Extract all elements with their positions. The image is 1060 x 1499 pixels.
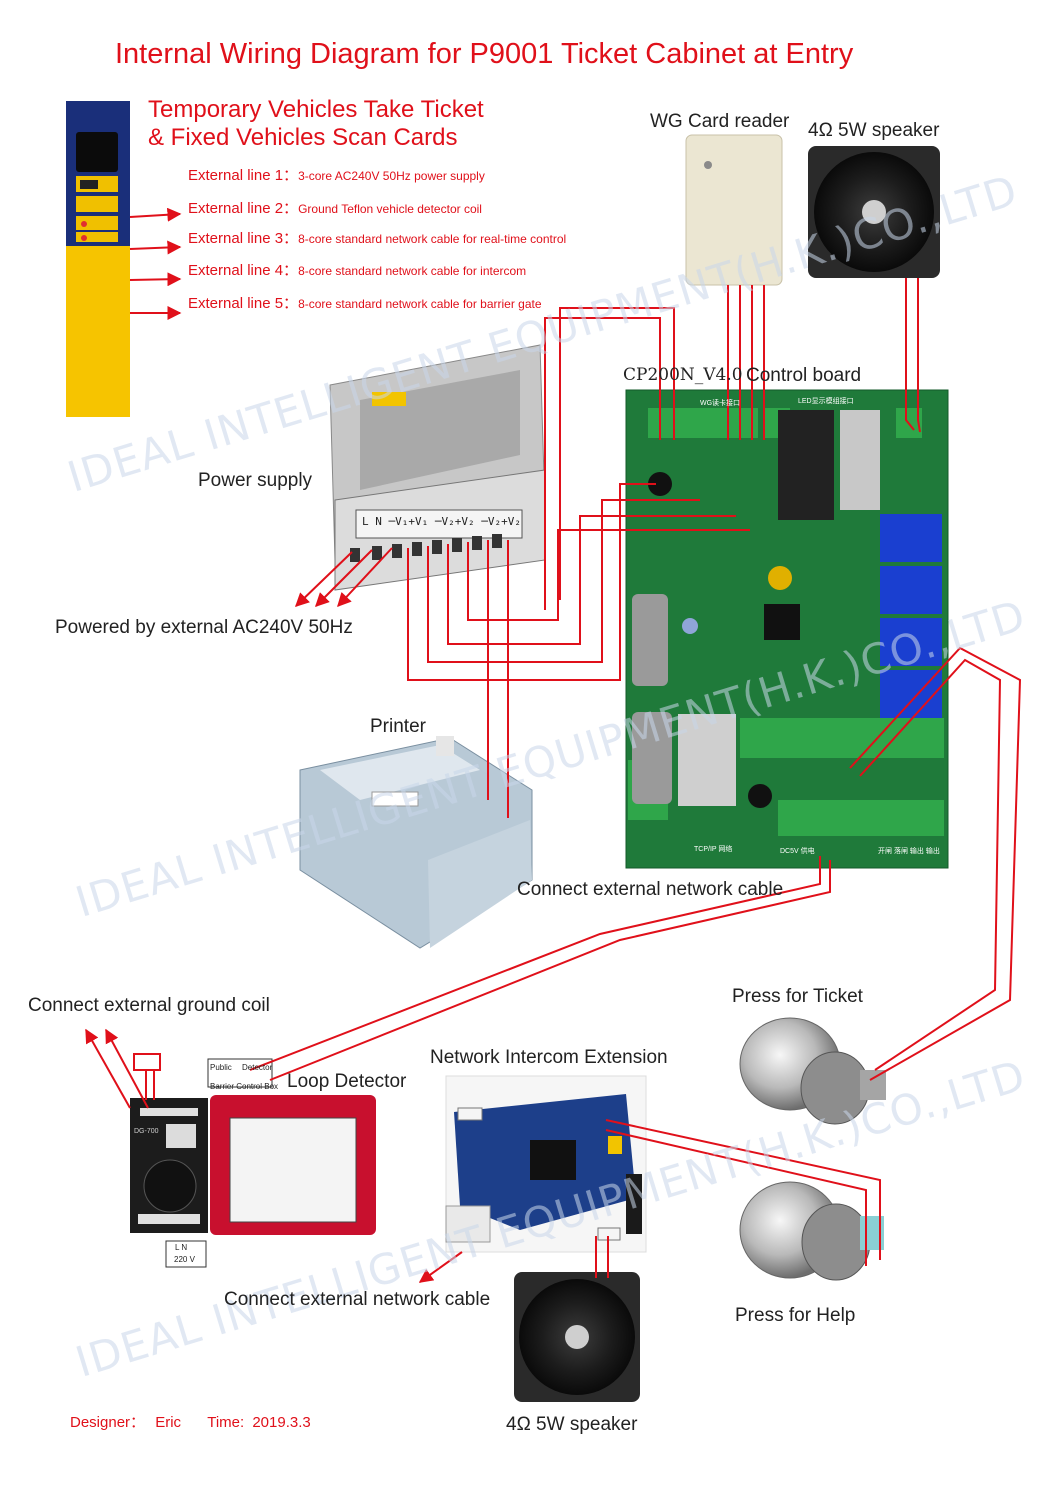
press-ticket-label: Press for Ticket: [732, 986, 863, 1007]
intercom-network-cable-label: Connect external network cable: [224, 1289, 491, 1310]
intercom-board: [445, 1075, 647, 1253]
control-board: [625, 389, 949, 869]
board-network-cable-label: Connect external network cable: [517, 879, 784, 900]
external-line-desc: 8-core standard network cable for real-t…: [298, 232, 567, 246]
loop-voltage-label: 220 V: [174, 1255, 195, 1264]
power-supply-unit: [329, 344, 546, 591]
footer: Designer： Eric Time: 2019.3.3: [70, 1415, 311, 1430]
printer-unit: [299, 736, 533, 949]
printer-label: Printer: [370, 716, 426, 737]
external-line-5: External line 5：8-core standard network …: [188, 296, 542, 312]
loop-barrier-label: Barrier Control Box: [210, 1082, 279, 1091]
external-line-label: External line 2：: [188, 200, 299, 217]
top-speaker: [808, 146, 940, 278]
power-terminal-labels: L N ─V₁+V₁ ─V₂+V₂ ─V₂+V₂: [362, 515, 521, 528]
subtitle-line-1: Temporary Vehicles Take Ticket: [148, 96, 484, 123]
power-supply-label: Power supply: [198, 470, 313, 491]
board-label-wg: WG读卡接口: [700, 400, 741, 407]
help-push-button: [739, 1181, 884, 1281]
external-line-label: External line 1：: [188, 167, 299, 184]
ground-coil-label: Connect external ground coil: [28, 995, 270, 1016]
loop-detector-unit: [130, 1053, 376, 1268]
time-value: 2019.3.3: [252, 1414, 311, 1431]
loop-detector-small-label: Detector: [242, 1063, 273, 1072]
designer-label: Designer：: [70, 1414, 146, 1431]
intercom-extension-label: Network Intercom Extension: [430, 1047, 668, 1068]
pointer-arrows: [85, 547, 463, 1283]
external-line-desc: 8-core standard network cable for interc…: [298, 264, 527, 278]
power-input-label: Powered by external AC240V 50Hz: [55, 617, 353, 638]
external-line-3: External line 3：8-core standard network …: [188, 231, 566, 247]
time-label: Time:: [207, 1414, 245, 1431]
loop-ln-label: L N: [175, 1243, 188, 1252]
press-help-label: Press for Help: [735, 1305, 856, 1326]
external-line-1: External line 1：3-core AC240V 50Hz power…: [188, 168, 485, 184]
ticket-cabinet-panel: [66, 101, 130, 417]
page-title: Internal Wiring Diagram for P9001 Ticket…: [115, 38, 854, 70]
bottom-speaker: [514, 1272, 640, 1402]
board-label-tcp: TCP/IP 网络: [694, 846, 733, 853]
external-line-4: External line 4：8-core standard network …: [188, 263, 526, 279]
top-speaker-label: 4Ω 5W speaker: [808, 120, 940, 141]
external-line-label: External line 5：: [188, 295, 299, 312]
loop-detector-label: Loop Detector: [287, 1071, 407, 1092]
external-line-label: External line 4：: [188, 262, 299, 279]
wg-card-reader: [685, 134, 783, 286]
external-line-desc: Ground Teflon vehicle detector coil: [298, 202, 482, 216]
board-label-relay: 开闸 落闸 输出 输出: [878, 848, 940, 855]
external-line-desc: 3-core AC240V 50Hz power supply: [298, 169, 485, 183]
external-line-2: External line 2：Ground Teflon vehicle de…: [188, 201, 482, 217]
external-line-label: External line 3：: [188, 230, 299, 247]
control-board-model: CP200N_V4.0: [623, 365, 743, 385]
ticket-push-button: [739, 1017, 886, 1125]
wg-card-reader-label: WG Card reader: [650, 111, 790, 132]
external-line-desc: 8-core standard network cable for barrie…: [298, 297, 542, 311]
external-line-arrows: [129, 207, 182, 320]
board-label-led: LED显示模组接口: [798, 398, 854, 405]
board-label-dc: DC5V 供电: [780, 848, 815, 855]
loop-model-label: DG-700: [134, 1128, 159, 1135]
control-board-label: Control board: [746, 365, 862, 386]
bottom-speaker-label: 4Ω 5W speaker: [506, 1414, 638, 1435]
designer-value: Eric: [155, 1414, 182, 1431]
subtitle-line-2: & Fixed Vehicles Scan Cards: [148, 124, 458, 151]
wiring: [145, 278, 1022, 1278]
loop-public-label: Public: [210, 1063, 232, 1072]
